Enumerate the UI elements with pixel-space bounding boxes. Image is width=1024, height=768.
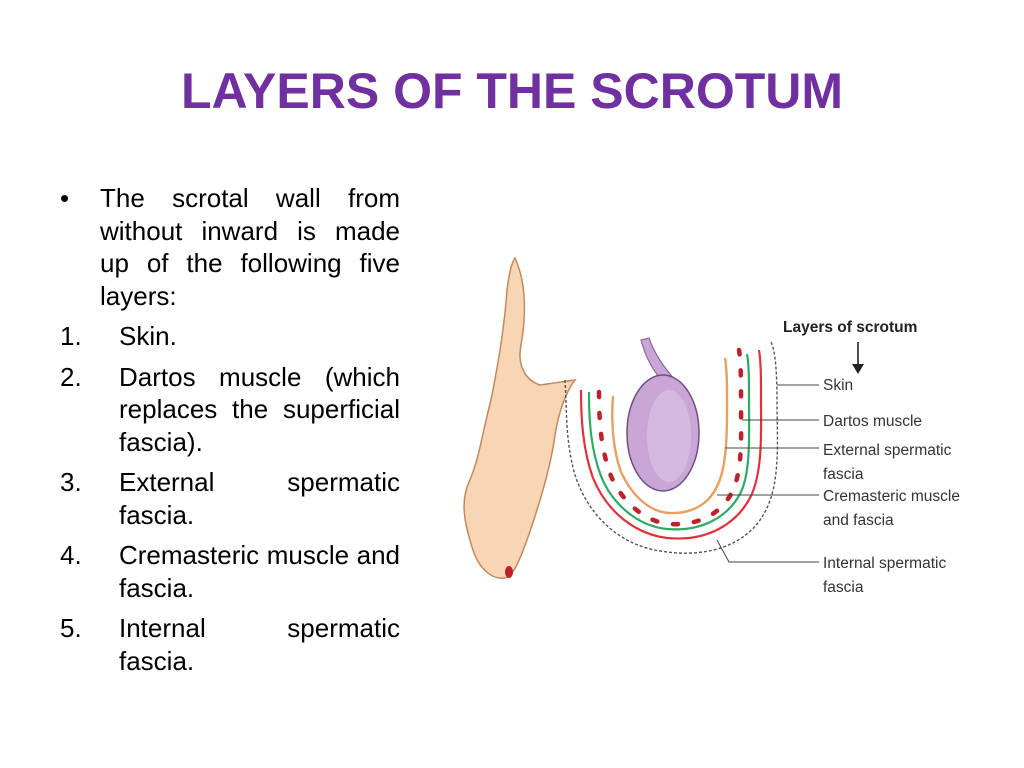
label-internal-2: fascia	[823, 579, 864, 596]
scrotum-layers-diagram: Layers of scrotum Skin Dartos muscle Ext…	[463, 256, 960, 596]
bullet-marker: •	[60, 183, 70, 213]
diagram-heading: Layers of scrotum	[783, 319, 917, 336]
list-item: 1. Skin.	[56, 320, 400, 353]
label-cremasteric-1: Cremasteric muscle	[823, 488, 960, 505]
list-text: Cremasteric muscle and fascia.	[119, 540, 400, 603]
list-item: 3. External spermatic fascia.	[56, 466, 400, 531]
label-skin: Skin	[823, 377, 853, 394]
leader-line-internal	[716, 539, 819, 563]
list-number: 1.	[60, 321, 82, 351]
cremasteric-layer	[587, 353, 751, 531]
list-text: Dartos muscle (which replaces the superf…	[119, 361, 400, 457]
list-number: 2.	[60, 361, 82, 392]
label-internal-1: Internal spermatic	[823, 555, 946, 572]
list-item: 2. Dartos muscle (which replaces the sup…	[56, 361, 400, 459]
list-text: External spermatic fascia.	[119, 467, 400, 530]
list-item: 4. Cremasteric muscle and fascia.	[56, 539, 400, 604]
intro-bullet: • The scrotal wall from without inward i…	[56, 182, 400, 312]
penis-illustration	[463, 256, 577, 579]
arrow-head-icon	[852, 364, 864, 374]
label-cremasteric-2: and fascia	[823, 512, 894, 529]
list-number: 5.	[60, 613, 82, 643]
list-number: 3.	[60, 467, 82, 497]
external-spermatic-fascia-layer	[611, 357, 729, 515]
list-number: 4.	[60, 540, 82, 570]
list-text: Skin.	[119, 321, 177, 351]
urethral-opening	[505, 566, 513, 578]
label-external-1: External spermatic	[823, 442, 952, 459]
internal-spermatic-fascia-layer	[579, 349, 763, 540]
slide-title: LAYERS OF THE SCROTUM	[180, 63, 844, 119]
testis-highlight	[647, 390, 691, 482]
list-item: 5. Internal spermatic fascia.	[56, 612, 400, 677]
intro-text: The scrotal wall from without inward is …	[100, 183, 400, 311]
label-external-2: fascia	[823, 466, 864, 483]
list-text: Internal spermatic fascia.	[119, 613, 400, 676]
layer-list: • The scrotal wall from without inward i…	[56, 182, 400, 677]
label-dartos: Dartos muscle	[823, 413, 922, 430]
